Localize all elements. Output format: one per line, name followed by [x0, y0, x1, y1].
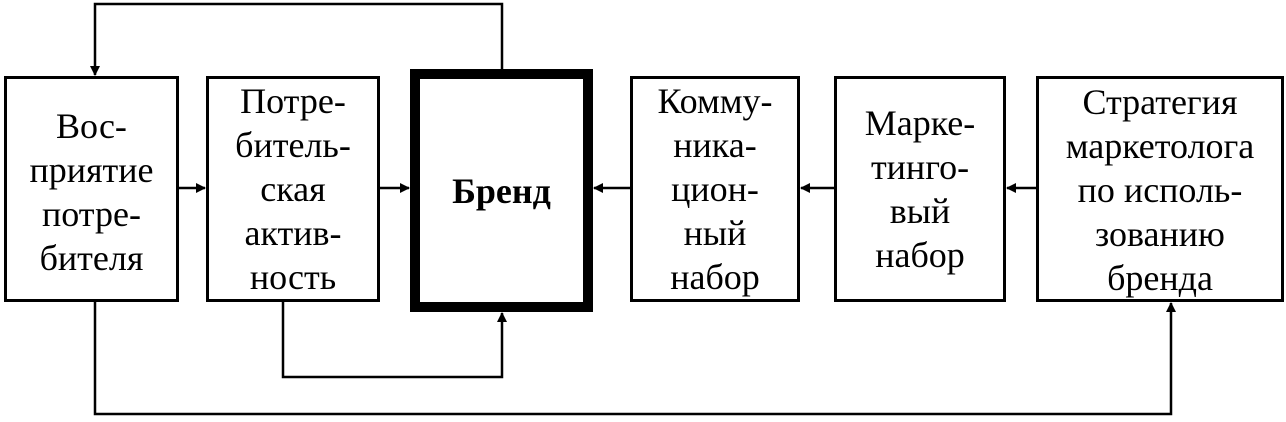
loop-activity-to-brand	[281, 302, 507, 379]
box-consumer-perception-label: Вос- приятие потре- бителя	[29, 106, 154, 278]
box-marketing-mix: Марке- тинго- вый набор	[834, 76, 1006, 302]
box-marketing-mix-label: Марке- тинго- вый набор	[864, 103, 976, 275]
loop-perception-to-strategy	[93, 302, 1176, 416]
box-consumer-activity: Потре- битель- ская актив- ность	[206, 76, 380, 302]
box-brand-label: Бренд	[452, 170, 551, 211]
box-consumer-activity-label: Потре- битель- ская актив- ность	[235, 81, 351, 297]
loop-brand-to-perception	[90, 2, 504, 76]
box-communication-mix-label: Комму- ника- цион- ный набор	[657, 81, 773, 297]
box-consumer-perception: Вос- приятие потре- бителя	[4, 76, 179, 302]
box-marketer-strategy-label: Стратегия маркетолога по исполь- зованию…	[1065, 82, 1255, 298]
box-brand: Бренд	[410, 69, 593, 312]
box-communication-mix: Комму- ника- цион- ный набор	[630, 76, 800, 302]
box-marketer-strategy: Стратегия маркетолога по исполь- зованию…	[1036, 76, 1284, 302]
